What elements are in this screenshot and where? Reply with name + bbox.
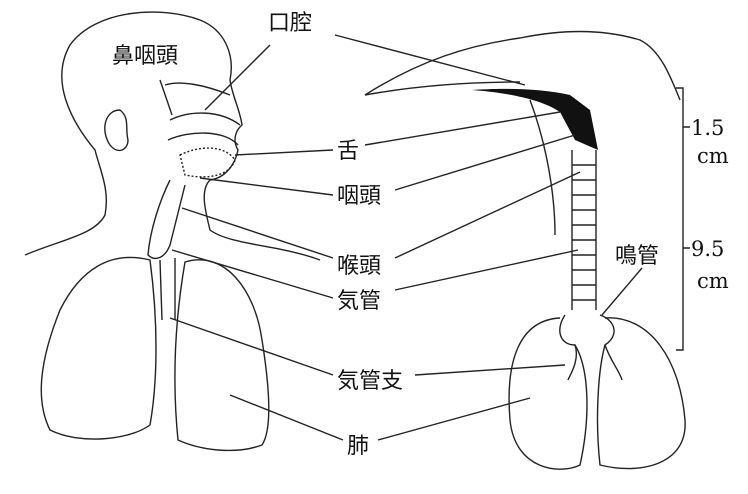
- label-pharynx: 咽頭: [337, 184, 381, 209]
- bird-trachea: [571, 150, 597, 310]
- label-syrinx: 鳴管: [615, 244, 659, 269]
- label-bronchus: 気管支: [337, 369, 403, 394]
- beak-lower: [364, 81, 521, 96]
- bird-head-outline: [364, 30, 681, 101]
- label-trachea: 気管: [337, 289, 381, 314]
- label-nasopharynx: 鼻咽頭: [112, 44, 178, 69]
- tongue-shape: [179, 147, 236, 178]
- label-larynx: 喉頭: [337, 254, 381, 279]
- syrinx-shape: [559, 314, 623, 381]
- label-lung: 肺: [347, 434, 369, 459]
- ear: [104, 109, 129, 152]
- right-lung: [174, 259, 270, 452]
- label-oral-cavity: 口腔: [268, 11, 312, 36]
- human-figure: [24, 11, 321, 452]
- leader-lines: [159, 34, 643, 441]
- scale-upper-unit: cm: [697, 144, 729, 168]
- trachea-rings: [572, 164, 596, 301]
- scale-lower-unit: cm: [697, 269, 729, 293]
- label-tongue: 舌: [337, 139, 359, 164]
- scale-bracket: [676, 87, 690, 351]
- scale-lower-value: 9.5: [691, 237, 724, 261]
- bird-mouth-dark: [472, 88, 598, 150]
- bird-figure: [364, 30, 686, 470]
- scale-upper-value: 1.5: [691, 116, 724, 140]
- human-trachea: [159, 258, 176, 321]
- left-lung: [40, 256, 157, 440]
- nasal-oral-cavity: [164, 82, 241, 146]
- bird-right-lung: [596, 317, 686, 470]
- bird-neck-line: [529, 99, 556, 236]
- larynx-shape: [147, 179, 186, 260]
- bird-left-lung: [508, 317, 588, 470]
- head-outline: [24, 11, 321, 261]
